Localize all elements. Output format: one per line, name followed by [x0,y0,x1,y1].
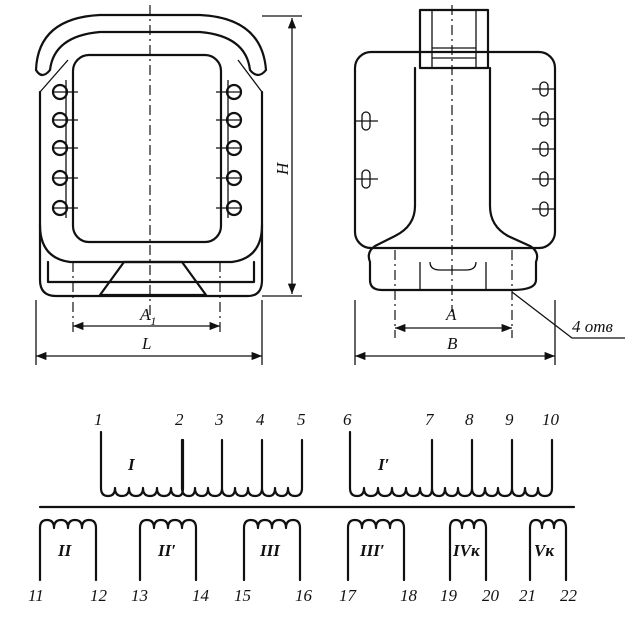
pin-8: 8 [465,410,474,429]
dim-h-label: H [273,161,292,176]
clamp-bracket [34,13,268,77]
terminal-column-left [51,80,78,218]
winding-primary [99,430,304,498]
winding-primary-prime [348,430,554,498]
pin-5: 5 [297,410,306,429]
pin-6: 6 [343,410,352,429]
label-winding-iv: IVк [452,541,480,560]
mount-foot [98,260,208,297]
core-window [71,53,223,244]
winding-v [528,518,568,582]
pin-21: 21 [519,586,536,605]
dim-b-label: B [447,334,458,353]
pin-10: 10 [542,410,560,429]
pin-19: 19 [440,586,458,605]
pin-4: 4 [256,410,265,429]
pin-1: 1 [94,410,103,429]
pin-18: 18 [400,586,418,605]
core-leg [367,66,539,292]
winding-iii [242,518,302,582]
label-winding-ii-prime: II′ [157,541,176,560]
dim-a-label: A [445,305,457,324]
label-winding-primary-prime: I′ [377,455,389,474]
winding-iii-prime [346,518,406,582]
pin-7: 7 [425,410,435,429]
winding-ii [38,518,98,582]
pin-14: 14 [192,586,210,605]
holes-leader [511,291,625,339]
dim-a1-label: A1 [139,305,156,328]
pin-3: 3 [214,410,224,429]
label-winding-ii: II [57,541,73,560]
winding-schematic: 1 2 3 4 5 6 7 8 9 10 11 12 13 14 15 16 1… [28,410,578,605]
pin-12: 12 [90,586,108,605]
holes-label: 4 отв [572,317,614,336]
side-view: A B 4 отв [353,5,625,365]
winding-ii-prime [138,518,198,582]
pin-11: 11 [28,586,44,605]
winding-iv [448,518,488,582]
label-winding-iii-prime: III′ [359,541,385,560]
terminal-column-right [216,80,243,218]
pin-13: 13 [131,586,148,605]
front-view: A1 L H [34,5,302,365]
pin-20: 20 [482,586,500,605]
pin-2: 2 [175,410,184,429]
side-slots [354,81,556,217]
coil-body [353,50,557,250]
label-winding-v: Vк [534,541,554,560]
top-clamp [418,8,490,70]
pin-22: 22 [560,586,578,605]
dim-l-label: L [141,334,151,353]
label-winding-primary: I [127,455,136,474]
pin-17: 17 [339,586,358,605]
label-winding-iii: III [259,541,281,560]
pin-16: 16 [295,586,313,605]
pin-15: 15 [234,586,251,605]
pin-9: 9 [505,410,514,429]
